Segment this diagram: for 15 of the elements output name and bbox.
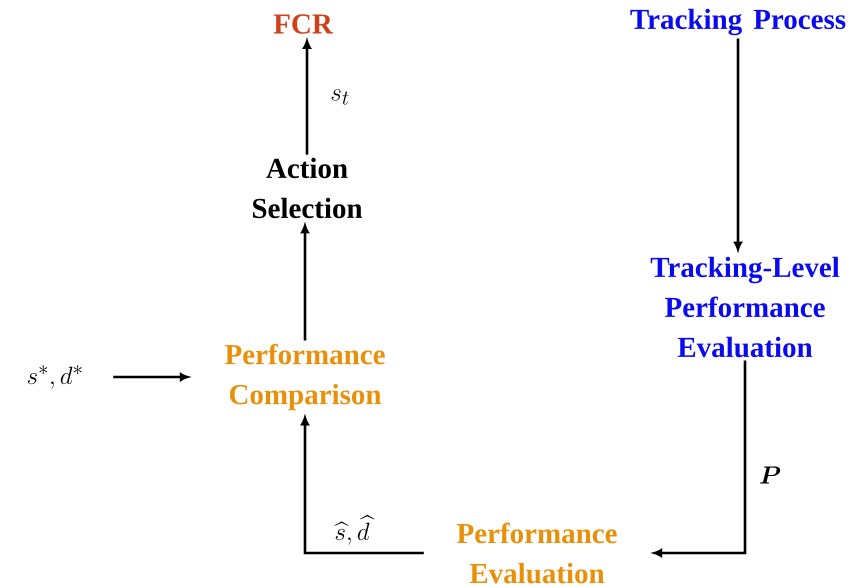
arrow xyxy=(113,373,189,381)
process-label: Action Selection xyxy=(252,158,362,218)
process-label: Performance Evaluation xyxy=(457,522,617,584)
edge-label: $\boldsymbol{P}$ xyxy=(757,464,783,486)
arrow xyxy=(301,224,309,340)
edge-label: $\widehat{s}, \widehat{d}$ xyxy=(332,513,374,547)
input-label: $s^*, d^*$ xyxy=(28,365,82,389)
edge-label: $s_t$ xyxy=(328,88,352,106)
arrow xyxy=(303,40,311,155)
process-label: Tracking Process xyxy=(630,8,846,36)
output-label: FCR xyxy=(274,14,334,34)
arrow xyxy=(301,416,424,554)
arrow xyxy=(734,38,742,250)
process-label: Performance Comparison xyxy=(225,344,385,410)
process-label: Tracking-Level Performance Evaluation xyxy=(650,256,840,358)
